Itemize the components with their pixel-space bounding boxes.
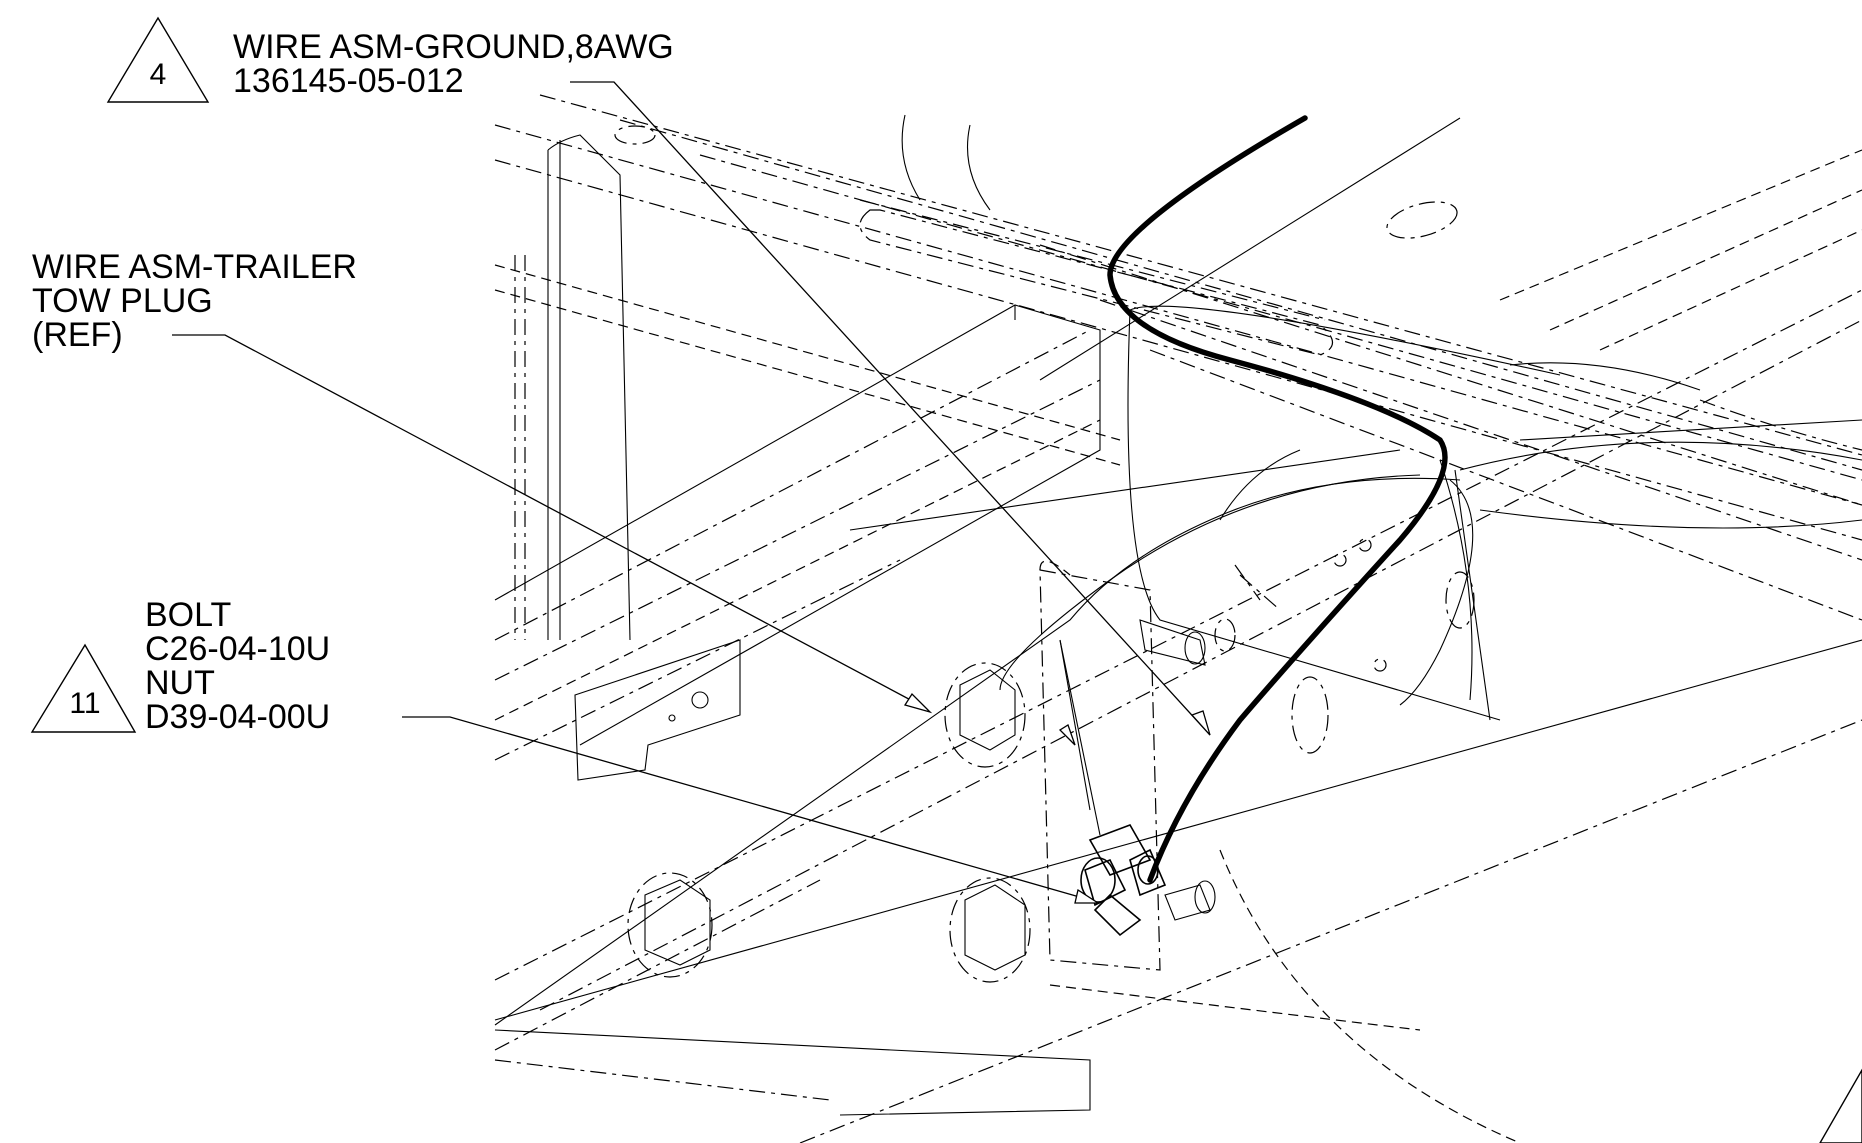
ground-wire [849,115,1474,883]
callout-triangle-11: 11 [30,643,137,733]
frame-structure [494,94,1862,1143]
bolt-lower-left [627,872,713,978]
callout-bolt-label: BOLT [145,596,231,634]
leader-lines [172,81,1211,904]
bolt-upper [944,662,1026,768]
callout-ground-wire-title: WIRE ASM-GROUND,8AWG [233,28,674,66]
callout-trailer-wire-line2: TOW PLUG [32,282,213,320]
callout-ground-wire-part-number: 136145-05-012 [233,62,464,100]
bolt-lower-center [949,877,1031,983]
callout-trailer-wire-line1: WIRE ASM-TRAILER [32,248,357,286]
callout-ground-wire: WIRE ASM-GROUND,8AWG 136145-05-012 [233,28,674,100]
callout-triangle-partial [1819,1068,1862,1143]
ring-terminal-connector [1080,824,1167,937]
trailer-wire [494,441,1862,1026]
callout-bolt-part-number: C26-04-10U [145,630,330,668]
callout-trailer-wire: WIRE ASM-TRAILER TOW PLUG (REF) [32,248,357,354]
callout-bolt-nut: BOLT C26-04-10U NUT D39-04-00U [145,596,330,736]
callout-nut-part-number: D39-04-00U [145,698,330,736]
callout-number-4: 4 [150,58,167,91]
callout-triangle-4: 4 [106,16,210,103]
callout-nut-label: NUT [145,664,215,702]
callout-trailer-wire-line3: (REF) [32,316,123,354]
callout-number-11: 11 [69,687,100,720]
